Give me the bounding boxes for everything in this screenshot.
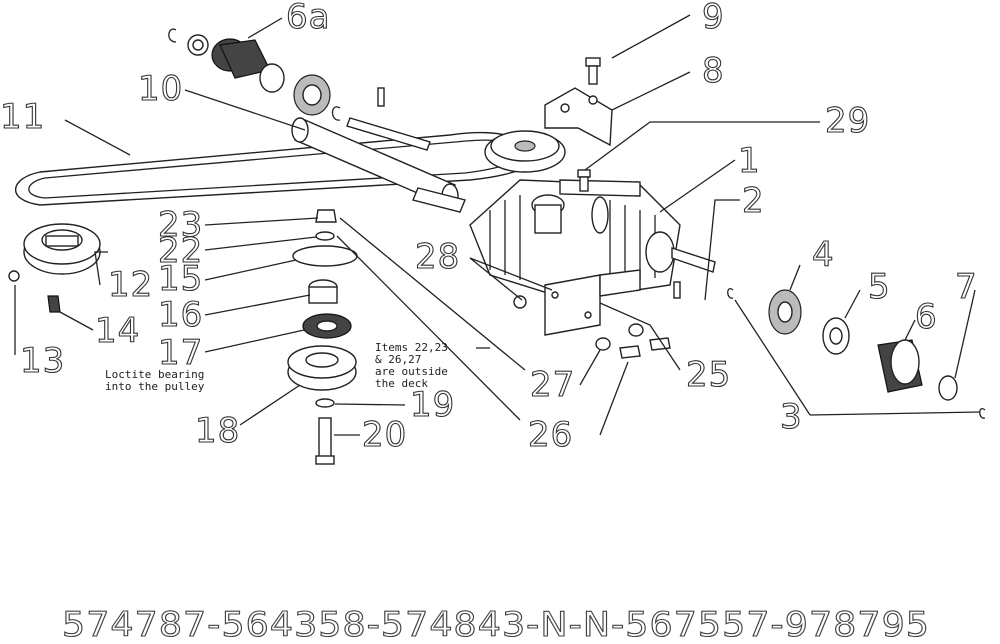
pulley-12: [23, 223, 101, 275]
idler-stack: [287, 209, 358, 465]
note-outside-deck-line-2: & 26,27: [375, 353, 421, 366]
mounting-bracket: [544, 87, 613, 147]
bolt-29: [577, 169, 591, 192]
callout-5: 5: [868, 267, 891, 307]
callout-10: 10: [138, 69, 183, 109]
tube-lower: [412, 187, 466, 213]
key-14: [47, 295, 61, 313]
callout-3: 3: [780, 397, 803, 437]
callout-4: 4: [812, 235, 835, 275]
callout-25: 25: [686, 355, 731, 395]
callout-6a: 6a: [286, 0, 330, 37]
callout-27: 27: [530, 365, 575, 405]
callout-26: 26: [528, 415, 573, 455]
callout-labels: 9 6a 8 10 11 29 1 2 23 22 28 4 15 12 5 7…: [0, 0, 978, 456]
callout-15: 15: [158, 259, 203, 299]
note-loctite-line-1: Loctite bearing: [105, 368, 204, 381]
callout-1: 1: [738, 141, 761, 181]
callout-7: 7: [955, 267, 978, 307]
output-parts: [673, 281, 986, 419]
callout-22: 22: [158, 231, 203, 271]
gearbox-bracket: [544, 269, 641, 336]
note-outside-deck: Items 22,23 & 26,27 are outside the deck: [375, 341, 448, 390]
note-outside-deck-line-4: the deck: [375, 377, 428, 390]
pin-part: [377, 87, 385, 107]
callout-16: 16: [158, 295, 203, 335]
callout-18: 18: [195, 411, 240, 451]
upper-gear-assembly: [168, 28, 341, 121]
callout-8: 8: [702, 51, 725, 91]
callout-19: 19: [410, 385, 455, 425]
note-outside-deck-line-1: Items 22,23: [375, 341, 448, 354]
gearbox-housing: [469, 179, 716, 301]
callout-12: 12: [108, 265, 153, 305]
bolt-9: [585, 57, 601, 85]
fasteners: [513, 295, 671, 359]
callout-20: 20: [362, 415, 407, 455]
callout-9: 9: [702, 0, 725, 37]
note-loctite: Loctite bearing into the pulley: [105, 368, 205, 393]
note-outside-deck-line-3: are outside: [375, 365, 448, 378]
footer-part-numbers: 574787-564358-574843-N-N-567557-978795: [62, 605, 930, 644]
callout-23: 23: [158, 205, 203, 245]
callout-17: 17: [158, 333, 203, 373]
callout-6: 6: [915, 297, 938, 337]
drive-pulley: [484, 130, 566, 173]
callout-13: 13: [20, 341, 65, 381]
callout-2: 2: [742, 181, 765, 221]
leader-lines: [14, 14, 981, 436]
washer-13: [8, 270, 20, 282]
callout-11: 11: [0, 97, 45, 137]
callout-29: 29: [825, 101, 870, 141]
callout-28: 28: [415, 237, 460, 277]
note-loctite-line-2: into the pulley: [105, 380, 205, 393]
callout-14: 14: [95, 311, 140, 351]
